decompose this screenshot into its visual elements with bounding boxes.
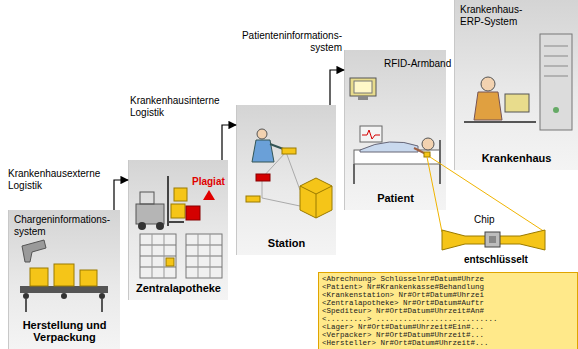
code-box: <Abrechnung> Schlüsselnr#Datum#Uhrze<Pat… bbox=[318, 272, 578, 349]
code-line: <Lager> Nr#Ort#Datum#Uhrzeit#Ein#... bbox=[322, 323, 484, 331]
code-line: <Verpacker> Nr#Ort#Datum#Uhrzeit#... bbox=[322, 331, 484, 339]
stage-name: Patient bbox=[377, 192, 414, 204]
text-label: Patienteninformations-system bbox=[220, 30, 342, 54]
text-label: Krankenhausexterne Logistik bbox=[8, 168, 108, 192]
label-box: Chargeninformations-system bbox=[14, 214, 118, 238]
label-box: Patienteninformations-system bbox=[220, 30, 342, 54]
text-label: Krankenhausinterne Logistik bbox=[130, 95, 226, 119]
label-box: Krankenhaus-ERP-System bbox=[460, 4, 540, 28]
stage-name: Herstellung und Verpackung bbox=[13, 319, 116, 343]
label-box: Chip bbox=[474, 214, 514, 226]
flow-arrow bbox=[114, 180, 128, 210]
stage-panel: Patient bbox=[344, 50, 446, 210]
text-label: Krankenhaus-ERP-System bbox=[460, 4, 540, 28]
conveyor bbox=[20, 240, 108, 312]
text-label: Chip bbox=[474, 214, 514, 226]
stage-name: Krankenhaus bbox=[482, 152, 552, 164]
text-label: RFID-Armband bbox=[384, 58, 454, 70]
station-scene bbox=[246, 129, 332, 218]
patient-scene bbox=[350, 78, 440, 184]
label-box: Krankenhausexterne Logistik bbox=[8, 168, 108, 192]
label-box: Krankenhausinterne Logistik bbox=[130, 95, 226, 119]
code-line: <Patient> Nr#Krankenkasse#Behandlung bbox=[322, 283, 484, 291]
code-line: <Krankenstation> Nr#Ort#Datum#Uhrzei bbox=[322, 291, 484, 299]
code-line: <.........> ........................... bbox=[322, 315, 498, 323]
text-label: Plagiat bbox=[192, 176, 228, 188]
code-line: <Zentralapotheke> Nr#Ort#Datum#Auftr bbox=[322, 299, 484, 307]
stage-name: Zentralapotheke bbox=[136, 282, 221, 294]
label-box: Plagiat bbox=[192, 176, 228, 188]
flow-arrow bbox=[222, 125, 236, 160]
text-label: Chargeninformations-system bbox=[14, 214, 118, 238]
label-box: entschlüsselt bbox=[464, 254, 544, 266]
code-line: <Hersteller> Nr#Ort#Datum#Uhrzeit#... bbox=[322, 339, 489, 347]
erp-scene bbox=[464, 34, 572, 130]
stage-name: Station bbox=[268, 237, 305, 249]
code-line: <Spediteur> Nr#Ort#Datum#Uhrzeit#An# bbox=[322, 307, 484, 315]
code-line: <Abrechnung> Schlüsselnr#Datum#Uhrze bbox=[322, 275, 484, 283]
text-label: entschlüsselt bbox=[464, 254, 544, 266]
flow-arrow bbox=[330, 70, 344, 105]
label-box: RFID-Armband bbox=[384, 58, 454, 70]
shelf-rack bbox=[140, 234, 222, 278]
chip-zoom bbox=[427, 157, 545, 250]
